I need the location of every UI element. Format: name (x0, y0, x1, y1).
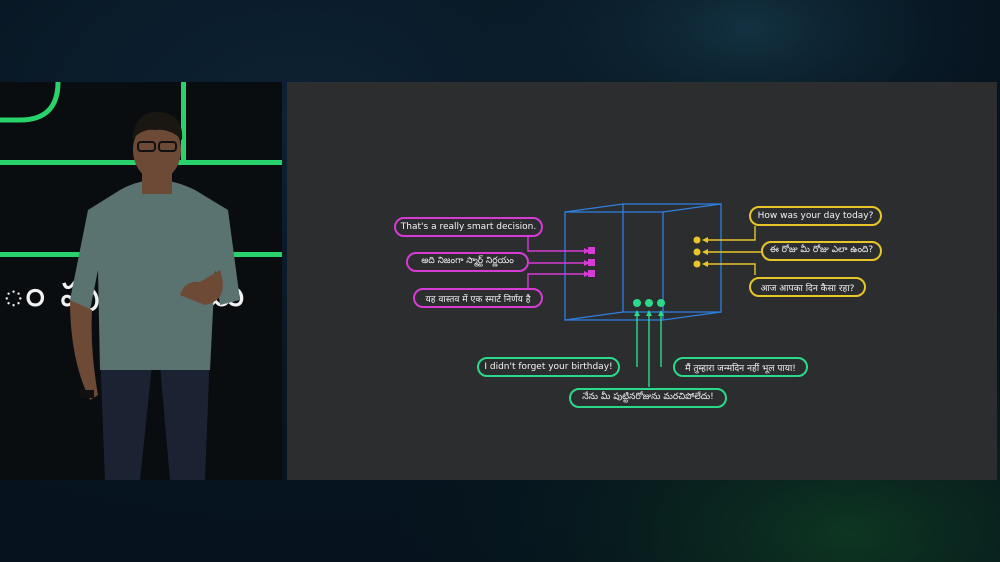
yellow-markers (693, 236, 708, 268)
presentation-slide: That's a really smart decision. అది నిజం… (287, 82, 997, 480)
label-hindi-how-was-your-day: आज आपका दिन कैसा रहा? (749, 277, 866, 297)
magenta-markers (584, 247, 595, 277)
label-english-smart-decision: That's a really smart decision. (394, 217, 543, 237)
label-english-birthday: I didn't forget your birthday! (477, 357, 620, 377)
stage-camera-view: ం పుట్ ం మ (0, 82, 282, 480)
stage-screen-arc (0, 82, 61, 123)
label-telugu-birthday: నేను మీ పుట్టినరోజును మరచిపోలేదు! (569, 388, 727, 408)
label-telugu-how-was-your-day: ఈ రోజు మీ రోజు ఎలా ఉంది? (761, 241, 882, 261)
speaker-figure (70, 111, 240, 480)
green-connectors (636, 314, 662, 387)
label-hindi-smart-decision: यह वास्तव में एक स्मार्ट निर्णय है (413, 288, 543, 308)
translation-cube-diagram (527, 203, 761, 387)
magenta-connectors (527, 237, 587, 289)
green-markers (633, 299, 665, 316)
yellow-connectors (706, 226, 761, 275)
cube-wireframe (564, 203, 722, 321)
stage-screen-line (181, 82, 186, 164)
label-telugu-smart-decision: అది నిజంగా స్మార్ట్ నిర్ణయం (406, 252, 529, 272)
label-hindi-birthday: मैं तुम्हारा जन्मदिन नहीं भूल पाया! (673, 357, 808, 377)
label-english-how-was-your-day: How was your day today? (749, 206, 882, 226)
